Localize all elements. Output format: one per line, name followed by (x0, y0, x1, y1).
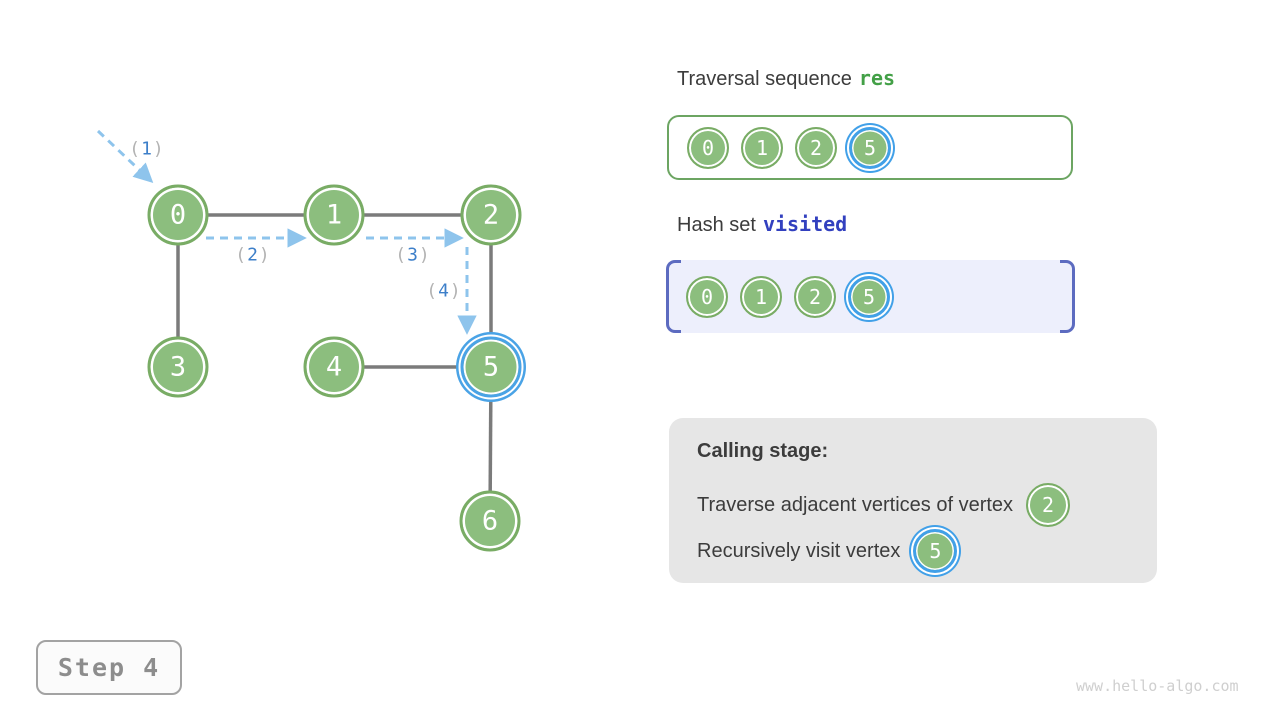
visited-code-label: visited (762, 212, 848, 236)
step-number: 1 (141, 138, 153, 160)
graph-svg (96, 129, 493, 522)
res-item-0: 0 (687, 126, 729, 169)
paren-open: ( (426, 280, 439, 302)
graph-node-3: 3 (147, 336, 209, 398)
graph-node-1: 1 (303, 184, 365, 246)
hash-set-title: Hash set visited (677, 212, 847, 237)
res-item-2: 2 (795, 126, 837, 169)
paren-close: ) (152, 138, 165, 160)
visited-set-box: 0 1 2 5 (666, 260, 1075, 333)
set-brace-left (666, 260, 681, 333)
paren-open: ( (395, 244, 408, 266)
calling-row-traverse-text: Traverse adjacent vertices of vertex (697, 493, 1014, 516)
res-code-label: res (858, 66, 896, 90)
step-label-1: (1) (129, 139, 165, 160)
graph-node-6: 6 (459, 490, 521, 552)
visited-item-5-highlighted: 5 (848, 275, 890, 318)
graph-node-4: 4 (303, 336, 365, 398)
step-number: 2 (247, 244, 259, 266)
paren-close: ) (449, 280, 462, 302)
calling-row-recursive-text: Recursively visit vertex (697, 539, 901, 562)
calling-row-traverse: Traverse adjacent vertices of vertex 2 (697, 481, 1071, 529)
paren-open: ( (235, 244, 248, 266)
visited-item-0: 0 (686, 275, 728, 318)
calling-stage-title: Calling stage: (697, 440, 829, 462)
calling-chip-5-highlighted: 5 (913, 529, 958, 573)
traversal-arrows (96, 129, 477, 335)
graph-node-5-highlighted: 5 (460, 336, 522, 398)
step-number: 3 (407, 244, 419, 266)
hash-set-title-text: Hash set (677, 214, 756, 236)
set-brace-right (1060, 260, 1075, 333)
step-label-2: (2) (235, 245, 271, 266)
watermark-url: www.hello-algo.com (1076, 677, 1239, 695)
paren-close: ) (418, 244, 431, 266)
calling-row-recursive: Recursively visit vertex 5 (697, 527, 958, 575)
paren-close: ) (258, 244, 271, 266)
graph-node-0: 0 (147, 184, 209, 246)
res-item-5-highlighted: 5 (849, 126, 891, 169)
res-item-1: 1 (741, 126, 783, 169)
calling-chip-2: 2 (1026, 483, 1071, 527)
step-badge: Step 4 (36, 640, 182, 695)
arrow-enter-0 (96, 129, 154, 184)
visited-item-2: 2 (794, 275, 836, 318)
paren-open: ( (129, 138, 142, 160)
visited-item-1: 1 (740, 275, 782, 318)
step-label-4: (4) (426, 281, 462, 302)
traversal-sequence-title: Traversal sequence res (677, 66, 895, 91)
step-number: 4 (438, 280, 450, 302)
calling-stage-panel: Calling stage: Traverse adjacent vertice… (669, 418, 1157, 583)
step-label-3: (3) (395, 245, 431, 266)
traversal-sequence-box: 0 1 2 5 (667, 115, 1073, 180)
graph-node-2: 2 (460, 184, 522, 246)
traversal-title-text: Traversal sequence (677, 68, 852, 90)
